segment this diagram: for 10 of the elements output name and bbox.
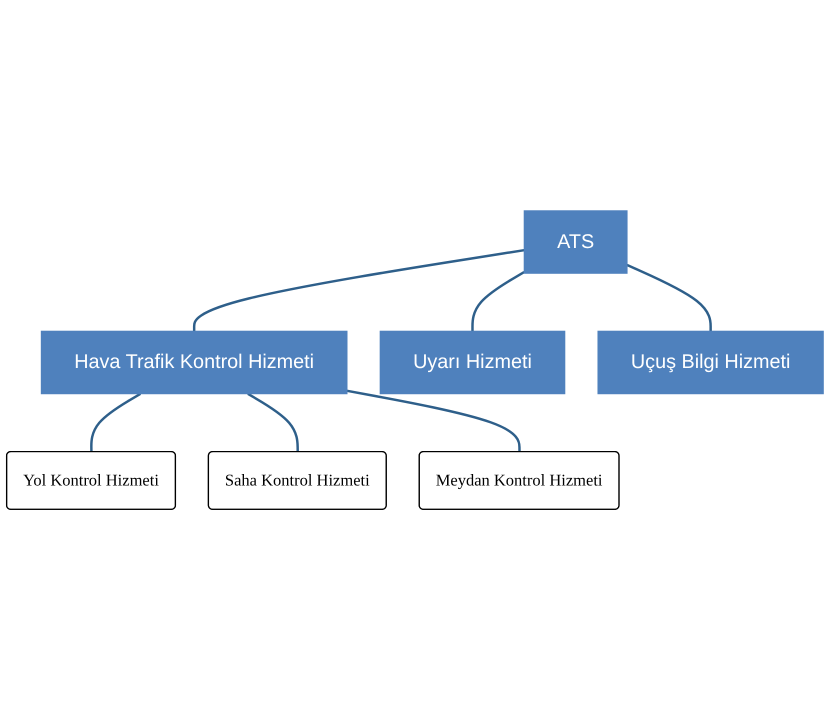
connector [247, 392, 299, 452]
node-box: Uçuş Bilgi Hizmeti [597, 330, 824, 394]
node-box: Hava Trafik Kontrol Hizmeti [40, 330, 348, 394]
connector [90, 392, 142, 452]
connector [626, 264, 712, 332]
connector [192, 248, 524, 332]
node-box: ATS [524, 210, 628, 274]
node-box: Uyarı Hizmeti [380, 330, 566, 394]
connector [346, 390, 521, 452]
connector [471, 271, 525, 332]
